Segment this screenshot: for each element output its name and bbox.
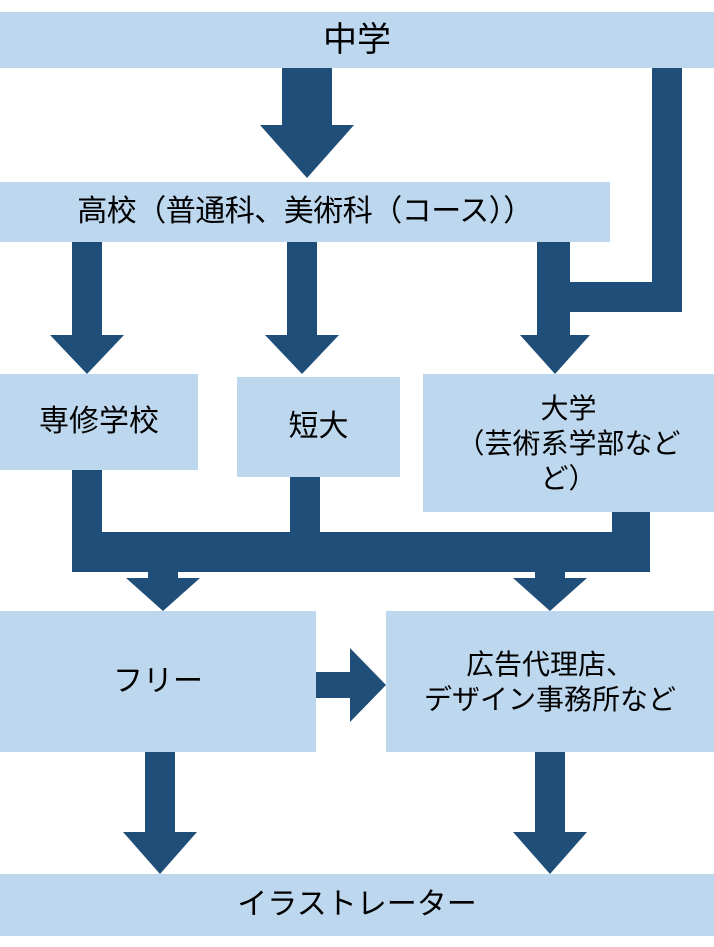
node-vocational-school-label: 専修学校 [39,404,159,440]
arrow-freelance-to-illustrator [123,752,197,874]
connector-juniorhigh-to-university [570,68,682,312]
node-illustrator: イラストレーター [0,874,714,936]
node-high-school-label: 高校（普通科、美術科（コース）） [77,194,533,230]
connector-juniorcollege-down [290,477,320,540]
node-junior-high: 中学 [0,12,714,68]
connector-vocational-down [72,470,102,540]
node-vocational-school: 専修学校 [0,374,198,470]
arrow-highschool-to-juniorcollege [265,242,339,374]
node-junior-college-label: 短大 [288,409,349,445]
node-university: 大学 （芸術系学部など ど） [423,374,714,512]
node-freelance: フリー [0,611,316,752]
arrow-freelance-to-agency [316,648,386,722]
arrow-highschool-to-vocational [50,242,124,374]
node-junior-high-label: 中学 [323,19,391,60]
node-junior-college: 短大 [237,377,400,477]
node-university-line1: 大学 [540,391,597,425]
node-university-line3: ど） [540,461,597,495]
node-agency: 広告代理店、 デザイン事務所など [386,611,714,752]
arrow-highschool-to-university [520,242,590,374]
node-freelance-label: フリー [113,663,203,699]
arrow-merge-to-agency [513,572,587,611]
node-university-line2: （芸術系学部など [456,426,681,460]
node-agency-line2: デザイン事務所など [423,682,676,716]
connector-merge-bar [72,532,650,572]
arrow-agency-to-illustrator [513,752,587,874]
node-high-school: 高校（普通科、美術科（コース）） [0,182,610,242]
arrow-juniorhigh-to-highschool [260,68,354,178]
node-illustrator-label: イラストレーター [237,887,477,923]
node-agency-line1: 広告代理店、 [465,647,634,681]
arrow-merge-to-freelance [126,572,200,611]
